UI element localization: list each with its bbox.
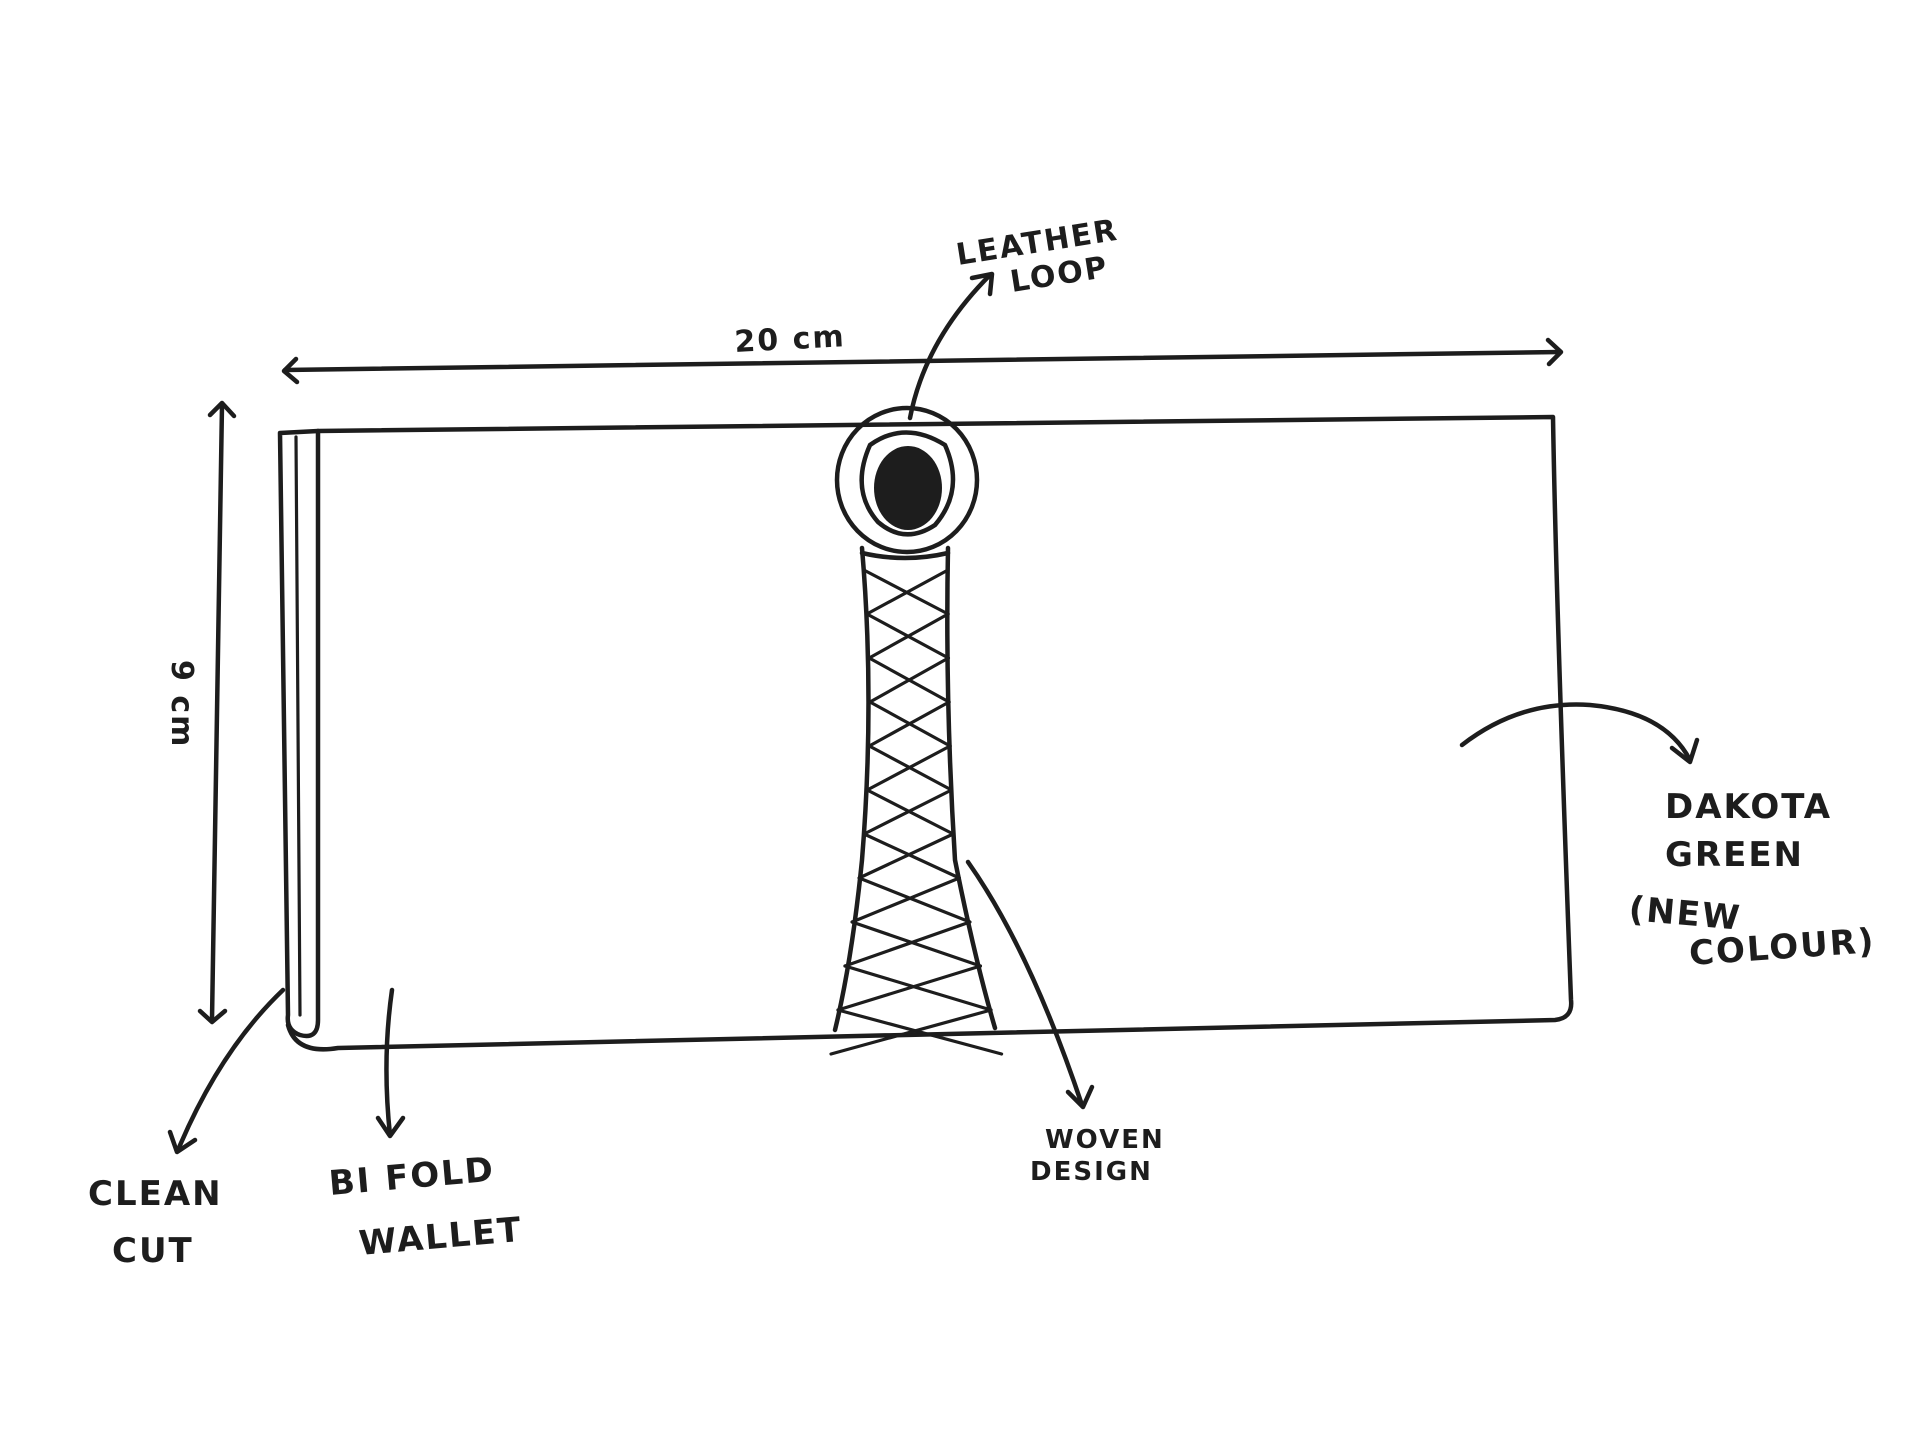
weave-strand — [868, 656, 950, 704]
woven-design-pointer-head — [1065, 1084, 1095, 1110]
weave-strand — [829, 1008, 993, 1056]
dakota-green-pointer-head — [1669, 737, 1700, 765]
fold-edge-outer — [277, 428, 321, 1039]
label-woven-design-line2: DESIGN — [1030, 1157, 1153, 1187]
label-dakota-green-line3: (NEW — [1627, 889, 1743, 939]
woven-pattern — [829, 568, 1004, 1056]
height-arrowhead-top — [207, 400, 237, 419]
width-dimension-line — [282, 349, 1563, 373]
bi-fold-pointer — [384, 987, 395, 1138]
clean-cut-pointer — [175, 987, 286, 1153]
leather-loop-pointer — [907, 272, 993, 421]
label-dakota-green-line1: DAKOTA — [1665, 787, 1832, 827]
weave-strand — [867, 612, 950, 660]
weave-strand — [862, 788, 954, 836]
woven-strap-right-edge — [945, 545, 998, 1031]
fold-edge-inner — [294, 435, 302, 1017]
height-dimension-line — [209, 402, 225, 1023]
label-clean-cut-line1: CLEAN — [88, 1174, 223, 1214]
label-dakota-green-line2: GREEN — [1665, 835, 1804, 875]
leather-loop-ring — [834, 405, 980, 555]
label-width: 20 cm — [734, 319, 847, 360]
clean-cut-pointer-head — [167, 1129, 198, 1155]
label-bi-fold-line2: WALLET — [357, 1210, 524, 1264]
bi-fold-pointer-head — [375, 1115, 406, 1139]
label-bi-fold-line1: BI FOLD — [327, 1150, 496, 1204]
label-clean-cut-line2: CUT — [112, 1231, 194, 1271]
woven-strap-left-edge — [832, 545, 871, 1033]
width-arrowhead-right — [1545, 337, 1564, 367]
leather-loop-pointer-head — [969, 271, 995, 297]
weave-strand — [862, 832, 961, 880]
weave-strand — [857, 832, 955, 880]
height-arrowhead-bottom — [197, 1008, 228, 1025]
weave-strand — [843, 964, 993, 1012]
weave-strand — [843, 920, 972, 968]
leather-loop-inner — [859, 430, 956, 537]
label-woven-design-line1: WOVEN — [1045, 1125, 1165, 1155]
woven-design-pointer — [965, 859, 1085, 1108]
leather-loop-button — [874, 446, 942, 530]
weave-strand — [836, 964, 982, 1012]
woven-strap-top — [859, 550, 951, 561]
weave-strand — [850, 876, 961, 924]
label-height: 9 cm — [164, 660, 199, 748]
weave-strand — [865, 568, 950, 616]
weave-strand — [857, 876, 972, 924]
dakota-green-pointer — [1459, 702, 1693, 763]
weave-strand — [850, 920, 982, 968]
weave-strand — [836, 1008, 1004, 1056]
weave-strand — [865, 744, 952, 792]
width-arrowhead-left — [281, 356, 300, 385]
weave-strand — [867, 700, 951, 748]
wallet-outline — [285, 414, 1574, 1052]
